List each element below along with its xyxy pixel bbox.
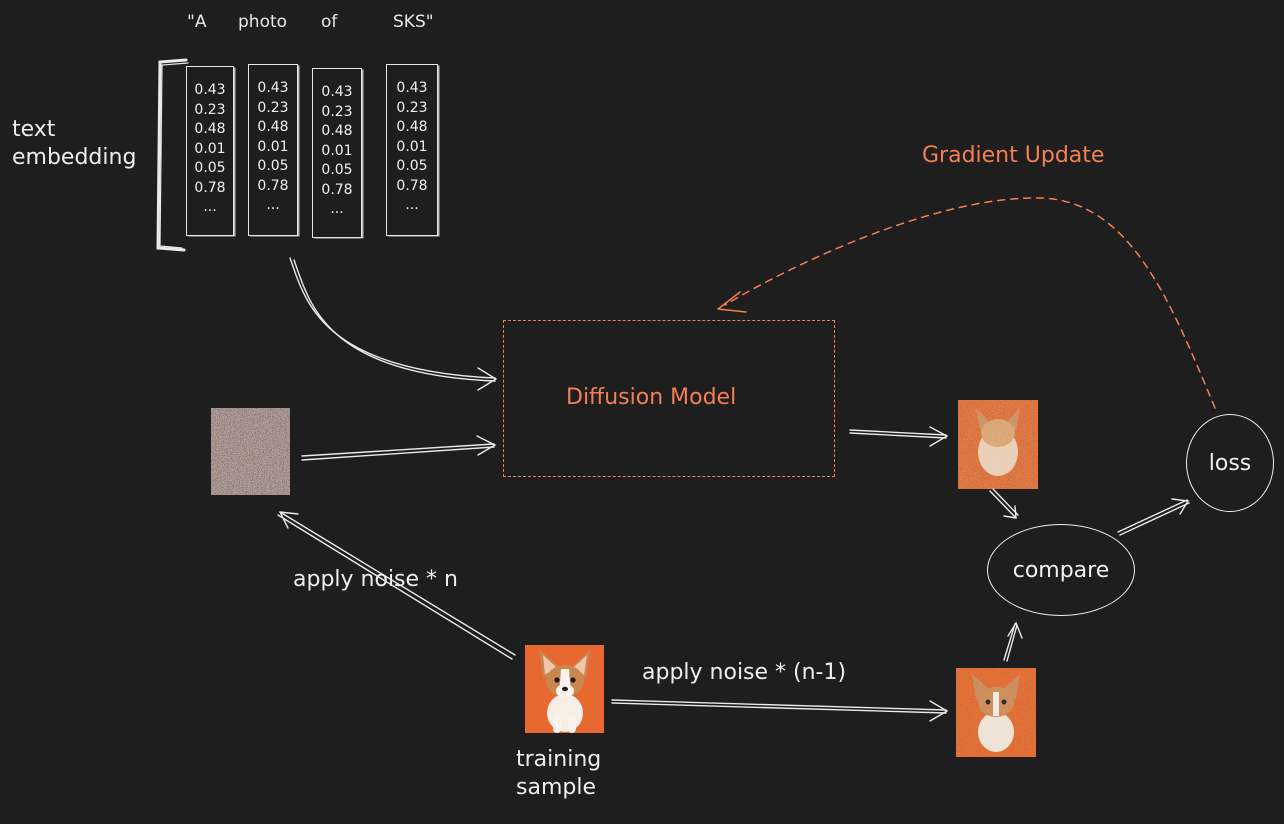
arrow-target-to-compare — [1003, 623, 1016, 661]
embedding-column-3: 0.43 0.23 0.48 0.01 0.05 0.78 ... — [312, 68, 362, 238]
text-embedding-line-2: embedding — [12, 144, 137, 170]
embedding-value: ... — [266, 197, 280, 213]
text-embedding-label: text embedding — [12, 116, 136, 171]
embedding-value: 0.48 — [257, 119, 289, 135]
apply-noise-n-minus-1-label: apply noise * (n-1) — [642, 660, 847, 685]
noise-texture — [211, 408, 290, 495]
embedding-value: 0.48 — [396, 119, 428, 135]
embedding-value: 0.48 — [321, 123, 353, 139]
embedding-value: 0.05 — [321, 162, 353, 178]
diffusion-model-label: Diffusion Model — [566, 385, 737, 410]
embedding-value: ... — [405, 197, 419, 213]
token-sks: SKS" — [393, 12, 434, 32]
predicted-dog-graphic — [958, 400, 1038, 489]
arrow-model-to-predicted — [849, 429, 947, 436]
embedding-bracket — [156, 58, 188, 252]
embedding-value: 0.23 — [257, 99, 289, 116]
predicted-image — [958, 400, 1038, 489]
embedding-value: 0.78 — [321, 181, 353, 198]
embedding-value: ... — [330, 201, 344, 217]
target-image — [956, 668, 1036, 757]
token-a: "A — [187, 12, 207, 32]
loss-node: loss — [1186, 414, 1274, 512]
apply-noise-n-label: apply noise * n — [293, 567, 458, 592]
embedding-value: ... — [203, 199, 217, 215]
corgi-puppy-graphic — [525, 645, 604, 733]
arrow-predicted-to-compare — [989, 490, 1016, 518]
embedding-value: 0.05 — [257, 158, 289, 174]
gradient-update-label: Gradient Update — [922, 143, 1105, 168]
arrow-training-to-noise — [279, 511, 516, 656]
embedding-value: 0.05 — [194, 160, 226, 176]
embedding-value: 0.23 — [321, 103, 353, 120]
embedding-value: 0.01 — [257, 138, 289, 155]
embedding-value: 0.01 — [321, 142, 353, 159]
embedding-value: 0.01 — [396, 138, 428, 155]
embedding-value: 0.78 — [194, 179, 226, 196]
training-sample-line-2: sample — [516, 774, 596, 800]
embedding-value: 0.48 — [194, 121, 226, 137]
embedding-value: 0.43 — [194, 82, 226, 98]
diffusion-model-box — [503, 320, 835, 477]
token-photo: photo — [238, 12, 288, 32]
embedding-value: 0.43 — [321, 84, 353, 100]
training-sample-image — [525, 645, 604, 733]
loss-label: loss — [1208, 450, 1252, 476]
embedding-value: 0.23 — [194, 101, 226, 118]
embedding-value: 0.78 — [257, 177, 289, 194]
embedding-value: 0.43 — [257, 80, 289, 96]
arrow-training-to-target — [611, 699, 947, 711]
embedding-value: 0.43 — [396, 80, 428, 96]
training-sample-label: training sample — [516, 746, 601, 801]
embedding-value: 0.05 — [396, 158, 428, 174]
token-of: of — [321, 12, 338, 32]
gradient-update-arrow — [724, 197, 1216, 409]
embedding-value: 0.01 — [194, 140, 226, 157]
text-embedding-line-1: text — [12, 117, 56, 142]
noise-image — [211, 408, 290, 495]
compare-node: compare — [987, 524, 1135, 616]
embedding-column-4: 0.43 0.23 0.48 0.01 0.05 0.78 ... — [386, 64, 438, 236]
target-dog-graphic — [956, 668, 1036, 757]
embedding-value: 0.23 — [396, 99, 428, 116]
arrow-noise-to-model — [301, 443, 495, 457]
embedding-column-2: 0.43 0.23 0.48 0.01 0.05 0.78 ... — [248, 64, 298, 236]
embedding-column-1: 0.43 0.23 0.48 0.01 0.05 0.78 ... — [186, 66, 234, 236]
arrow-compare-to-loss — [1117, 499, 1188, 533]
training-sample-line-1: training — [516, 747, 602, 772]
compare-label: compare — [1012, 557, 1110, 583]
embedding-value: 0.78 — [396, 177, 428, 194]
